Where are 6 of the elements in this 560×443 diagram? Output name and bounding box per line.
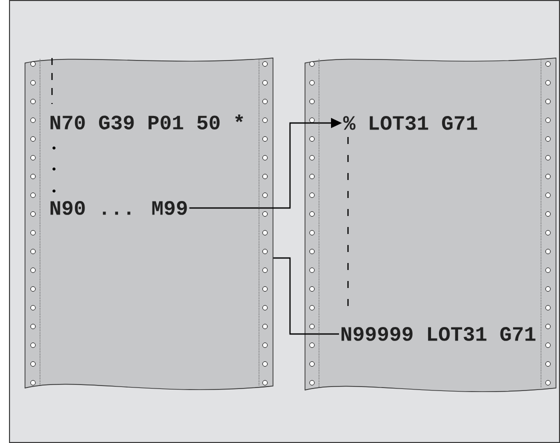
code-line: N70 G39 P01 50 * <box>50 114 244 130</box>
paper-sheet-drawing <box>24 58 274 390</box>
code-line: N90 ... M99 <box>50 201 187 215</box>
paper-sheet-drawing <box>304 58 556 392</box>
code-line: % LOT31 G71 <box>343 116 478 130</box>
code-line: N99999 LOT31 G71 <box>342 327 536 341</box>
